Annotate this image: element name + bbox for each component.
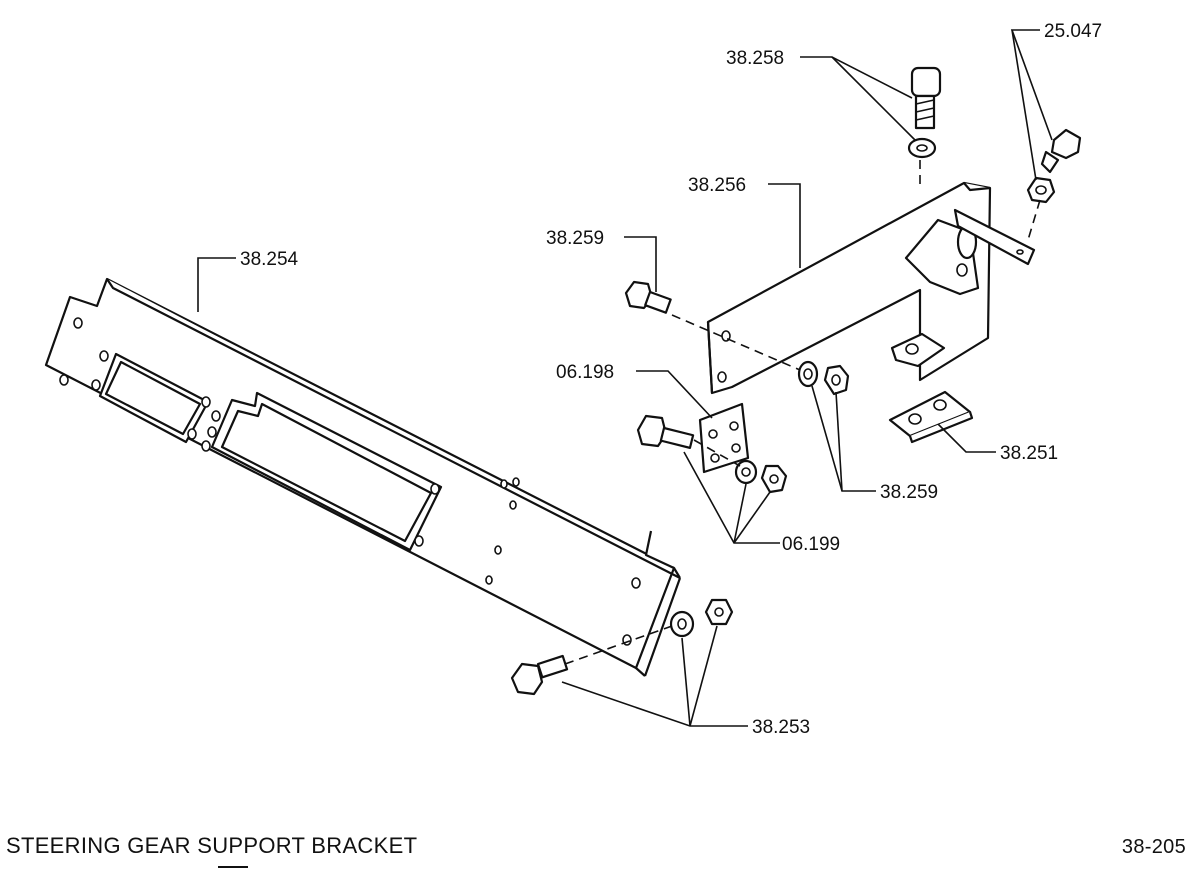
callout-38-259-top: 38.259	[546, 228, 604, 249]
callout-38-253: 38.253	[752, 717, 810, 738]
bolt-06-199	[636, 414, 788, 494]
callout-25-047: 25.047	[1044, 21, 1102, 42]
diagram-title: STEERING GEAR SUPPORT BRACKET	[6, 833, 418, 858]
underline-mark	[218, 866, 248, 868]
block-06-198	[698, 402, 750, 474]
mounting-plate-38-254	[44, 277, 682, 677]
bolt-25-047	[1026, 128, 1082, 204]
callout-06-199: 06.199	[782, 534, 840, 555]
callout-38-259-bottom: 38.259	[880, 482, 938, 503]
callout-38-254: 38.254	[240, 249, 299, 270]
bolt-38-259	[624, 280, 850, 396]
bolt-38-258	[907, 66, 942, 159]
callout-38-251: 38.251	[1000, 443, 1058, 464]
callout-06-198: 06.198	[556, 362, 614, 383]
bolt-38-253	[510, 598, 734, 696]
callout-38-256: 38.256	[688, 175, 746, 196]
callout-38-258: 38.258	[726, 48, 784, 69]
plate-38-251	[888, 390, 974, 444]
page-number: 38-205	[1121, 836, 1186, 858]
support-bracket-38-256	[706, 181, 1036, 395]
